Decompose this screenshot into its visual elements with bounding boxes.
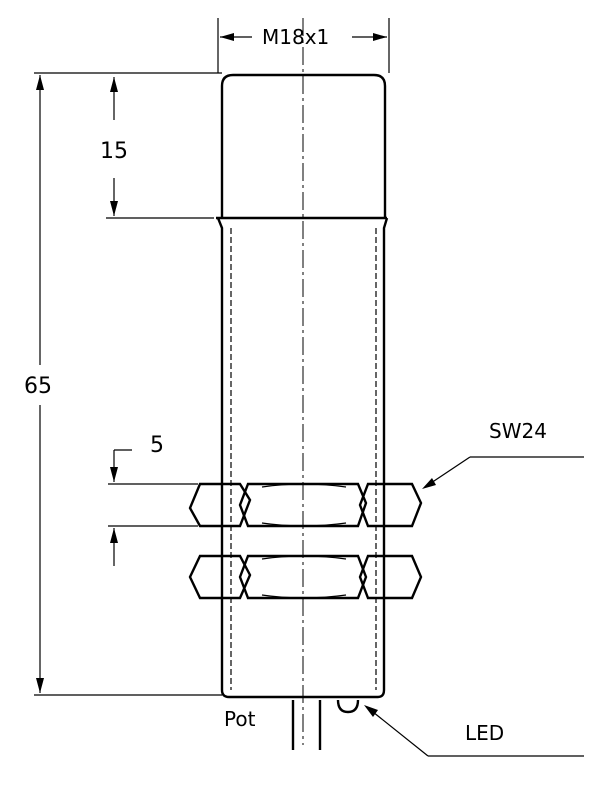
lower-nut — [188, 554, 423, 600]
thread-length-dimension — [106, 77, 214, 219]
thread-dimension — [217, 18, 390, 73]
wrench-size-label: SW24 — [489, 419, 547, 443]
nut-thickness-label: 5 — [150, 433, 164, 458]
nut-dimension — [108, 449, 198, 566]
cable — [291, 700, 322, 750]
wrench-size-leader — [422, 456, 584, 489]
led-leader — [364, 705, 584, 757]
led-indicator — [336, 699, 360, 714]
overall-length-dimension — [34, 72, 222, 696]
thread-length-label: 15 — [100, 139, 128, 164]
pot-label: Pot — [224, 707, 256, 731]
upper-nut — [188, 482, 423, 528]
thread-label: M18x1 — [262, 25, 329, 49]
led-label: LED — [465, 721, 504, 745]
overall-length-label: 65 — [24, 374, 52, 399]
sensor-body — [216, 73, 389, 699]
